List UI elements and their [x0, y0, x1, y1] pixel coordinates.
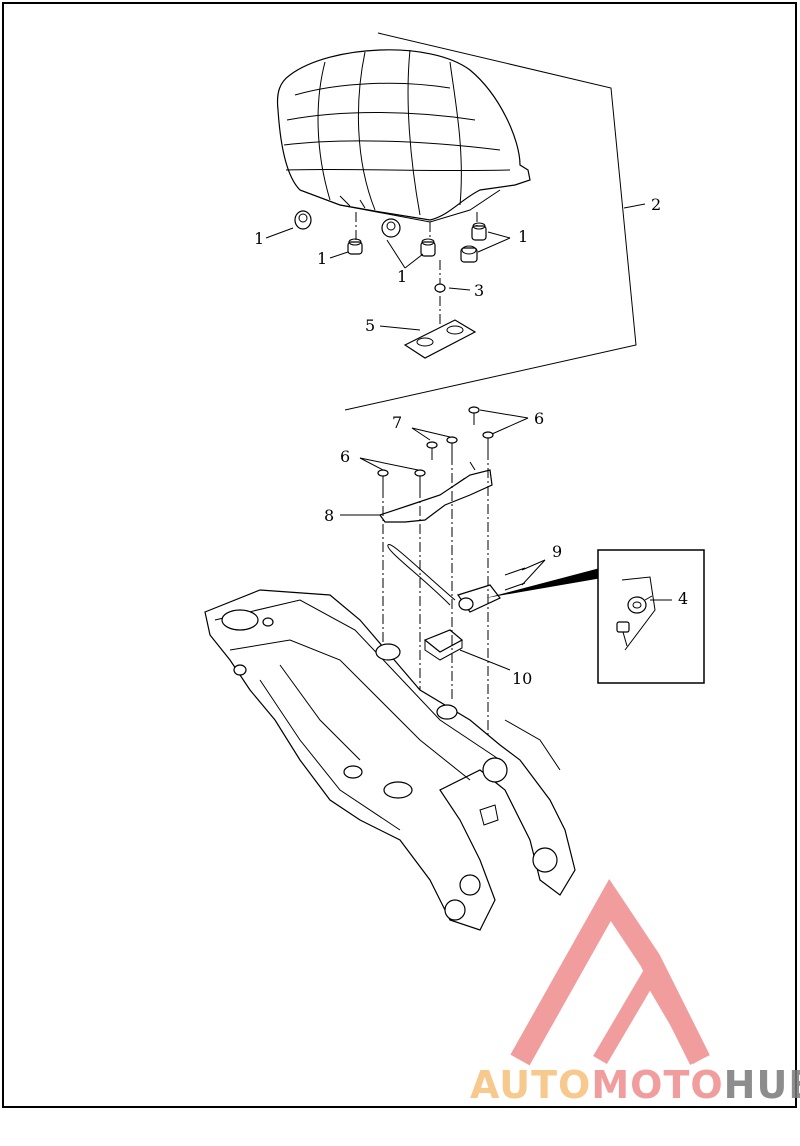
sheet-border [2, 2, 797, 1108]
latch-10 [423, 629, 464, 661]
callout-3: 3 [474, 281, 484, 300]
callout-8: 8 [324, 506, 334, 525]
grommet-1f [460, 245, 478, 263]
washer-3 [434, 283, 446, 293]
grommet-1d [420, 238, 436, 257]
key-detail [616, 621, 630, 647]
callout-1b: 1 [317, 249, 327, 268]
screws-9 [504, 567, 526, 591]
frame-assembly [204, 406, 602, 931]
bolt-7b [446, 436, 458, 455]
grommet-1b [347, 238, 363, 255]
callout-9: 9 [552, 542, 562, 561]
bracket-8 [379, 461, 493, 523]
logo-text-auto: AUTO [470, 1063, 591, 1107]
lock-detail [627, 595, 653, 614]
callout-1a: 1 [254, 229, 264, 248]
bolt-7a [426, 441, 438, 460]
svg-text:AUTOMOTOHUB: AUTOMOTOHUB [470, 1063, 800, 1107]
callout-7: 7 [392, 413, 402, 432]
lock-cylinder [457, 584, 501, 613]
bolt-6a [377, 469, 389, 488]
grommet-1e [471, 222, 487, 241]
grommet-1c [381, 218, 401, 238]
bolt-6b [414, 469, 426, 488]
logo-text-hub: HUB [724, 1063, 800, 1107]
callout-1d: 1 [518, 227, 528, 246]
callout-6a: 6 [534, 409, 544, 428]
logo-triangle-mark [510, 878, 710, 1066]
automotohub-logo: AUTOMOTOHUB [470, 878, 800, 1107]
grommet-1a [294, 210, 312, 230]
detail-inset [597, 549, 705, 684]
release-cable [387, 544, 456, 606]
callout-2: 2 [651, 195, 661, 214]
seat-assembly [265, 32, 646, 411]
bolt-6d [482, 431, 494, 450]
plate-5 [403, 319, 477, 359]
logo-text-moto: MOTO [591, 1063, 723, 1107]
callout-10: 10 [512, 669, 532, 688]
callout-5: 5 [365, 316, 375, 335]
detail-pointer [486, 568, 602, 598]
callout-6b: 6 [340, 447, 350, 466]
bolt-6c [468, 406, 480, 425]
callout-1c: 1 [397, 267, 407, 286]
callout-4: 4 [678, 589, 688, 608]
